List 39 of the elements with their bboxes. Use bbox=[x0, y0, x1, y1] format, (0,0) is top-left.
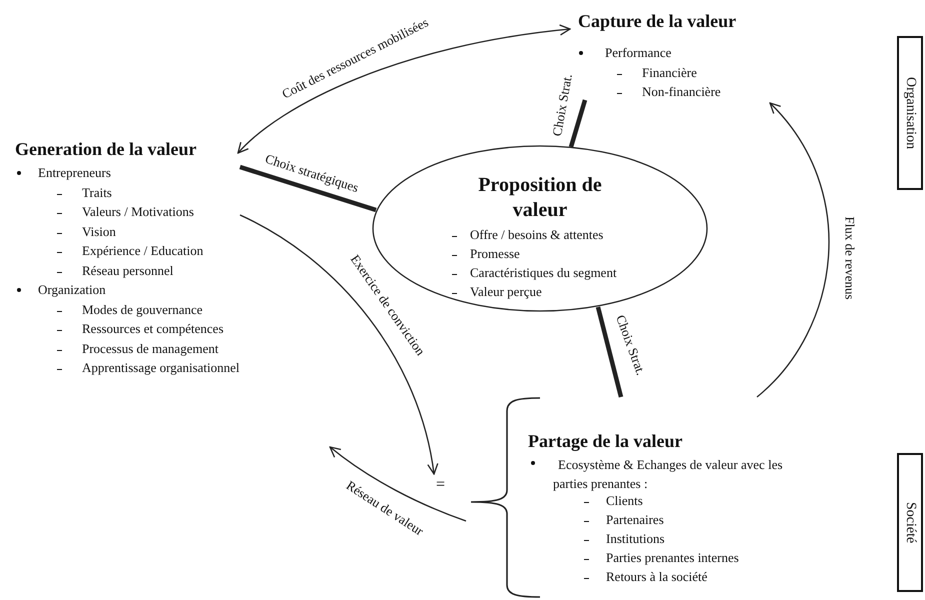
heading: Capture de la valeur bbox=[578, 10, 736, 32]
list-item: Institutions bbox=[606, 531, 665, 547]
arrow bbox=[237, 24, 571, 154]
list-item: Caractéristiques du segment bbox=[470, 265, 617, 281]
list-item: Clients bbox=[606, 493, 643, 509]
side-label: Organisation bbox=[897, 36, 923, 190]
connector-bar bbox=[596, 306, 624, 398]
list-item: Vision bbox=[82, 224, 116, 240]
list-item: Traits bbox=[82, 184, 112, 200]
equals-sign: = bbox=[436, 476, 452, 494]
list-item: Organization bbox=[38, 282, 106, 298]
side-label: Société bbox=[897, 453, 923, 592]
list-item: Non-financière bbox=[642, 84, 721, 100]
arrow bbox=[240, 214, 438, 475]
list-item: Ressources et compétences bbox=[82, 321, 224, 337]
list-item: Ecosystème & Echanges de valeur avec les parties prenantes : bbox=[553, 456, 784, 493]
list-item: Valeur perçue bbox=[470, 284, 542, 300]
list-item: Financière bbox=[642, 64, 697, 80]
edge-label: Flux de revenus bbox=[842, 215, 858, 301]
connector-bar bbox=[239, 164, 377, 212]
list-item: Processus de management bbox=[82, 340, 218, 356]
arrow bbox=[329, 446, 466, 522]
heading: Proposition de valeur bbox=[478, 173, 602, 223]
arrow bbox=[756, 102, 830, 398]
list-item: Performance bbox=[605, 45, 672, 61]
heading: Partage de la valeur bbox=[528, 430, 682, 452]
list-item: Expérience / Education bbox=[82, 243, 204, 259]
list-item: Valeurs / Motivations bbox=[82, 204, 194, 220]
connector-bar bbox=[568, 99, 588, 148]
list-item: Entrepreneurs bbox=[38, 165, 111, 181]
list-item: Modes de gouvernance bbox=[82, 302, 203, 318]
list-item: Promesse bbox=[470, 246, 520, 262]
list-item: Offre / besoins & attentes bbox=[470, 227, 604, 243]
list-item: Apprentissage organisationnel bbox=[82, 360, 240, 376]
list-item: Parties prenantes internes bbox=[606, 550, 739, 566]
list-item: Retours à la société bbox=[606, 569, 708, 585]
list-item: Partenaires bbox=[606, 512, 664, 528]
list-item: Réseau personnel bbox=[82, 262, 174, 278]
heading: Generation de la valeur bbox=[15, 138, 196, 160]
